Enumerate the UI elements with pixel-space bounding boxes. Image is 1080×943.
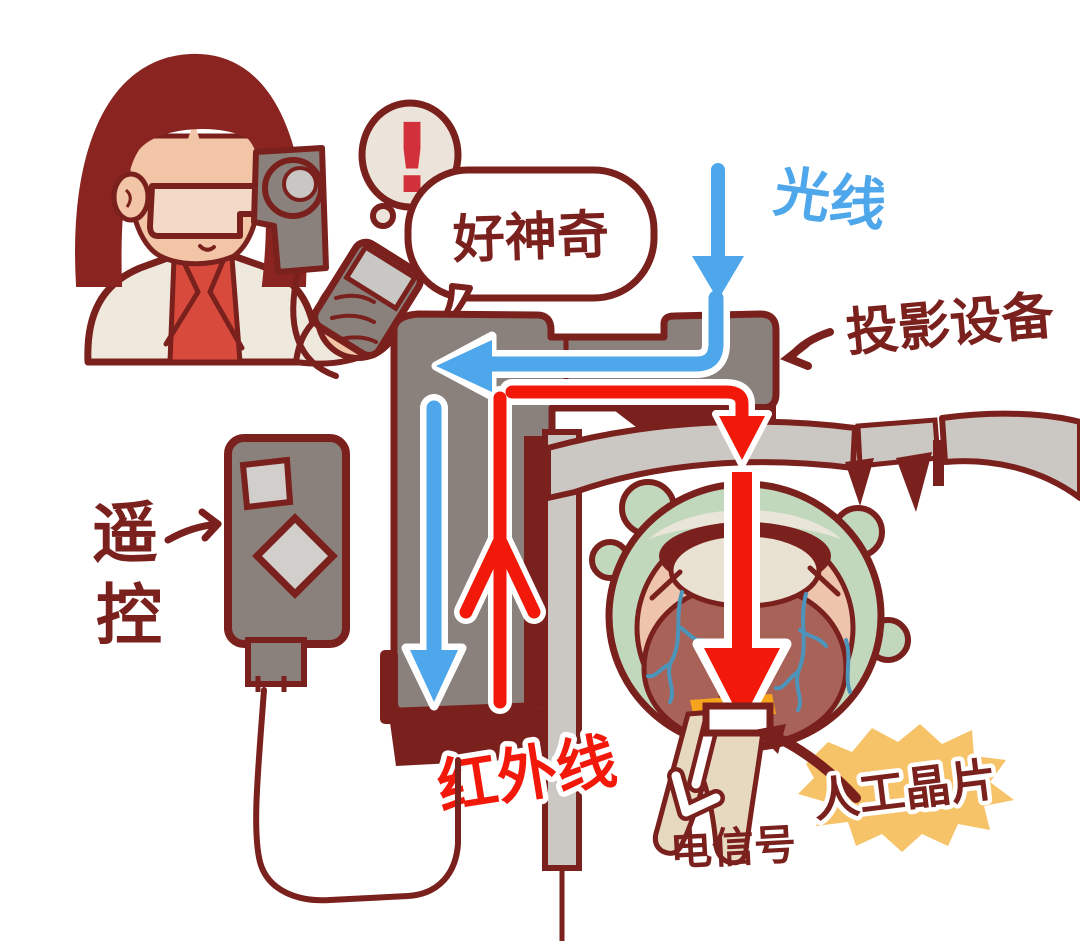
glasses-front-left <box>545 418 858 501</box>
glasses-frame <box>542 410 1080 941</box>
device-side-tab <box>380 650 398 724</box>
light-ray-arrow-icon <box>692 163 744 300</box>
remote-screen <box>239 456 294 511</box>
fingers <box>330 293 378 344</box>
handheld-screen <box>343 243 419 312</box>
red-shirt <box>167 255 243 365</box>
speech-text: 好神奇 <box>451 205 610 270</box>
remote-label-char1: 遥 <box>92 495 158 572</box>
glasses <box>147 183 261 239</box>
speech-bubble-body <box>404 166 658 302</box>
camera-cable <box>290 269 339 379</box>
red-down-arrow-icon <box>692 472 792 732</box>
remote-diamond-button <box>252 513 338 599</box>
light-ray-label: 光线 <box>770 160 890 240</box>
bangs-notch <box>184 122 203 150</box>
projection-device-pointer-icon <box>780 328 834 370</box>
infrared-up-arrowhead-icon <box>459 533 541 619</box>
ear-line <box>124 188 132 208</box>
remote-pointer-arrow-icon <box>164 508 222 544</box>
speech-bubble: 好神奇 <box>404 166 658 337</box>
glasses-nosepad-right <box>896 452 932 512</box>
camera-lens-knob <box>282 166 318 202</box>
glasses-nosepad-left <box>845 458 874 506</box>
blue-left-arrow-icon <box>482 290 724 372</box>
glasses-temple-post <box>542 429 582 871</box>
chip-window <box>702 702 774 737</box>
mouth <box>198 244 216 252</box>
eye-ciliary-lines <box>649 565 841 601</box>
device-base-band <box>388 702 548 766</box>
artificial-chip-callout: 人工晶片 <box>754 724 1014 852</box>
blue-left-arrowhead-icon <box>436 340 492 392</box>
remote-connector-pins <box>255 676 287 692</box>
remote-label-char2: 控 <box>96 577 162 654</box>
glasses-front-right <box>939 410 1080 501</box>
thought-bubble-tail <box>370 203 396 229</box>
artificial-chip-arrow-icon <box>777 735 861 803</box>
hair <box>75 53 307 287</box>
projection-device-label: 投影设备 <box>844 286 1057 364</box>
woman <box>75 53 424 379</box>
device-arrows <box>401 284 772 714</box>
eye-vessels <box>646 590 852 712</box>
artificial-chip-starburst <box>798 724 1014 852</box>
coat-lapels <box>163 251 245 351</box>
remote-cable <box>253 687 461 904</box>
remote-control <box>224 434 461 904</box>
glasses-bridge-bar <box>933 440 944 486</box>
electrical-signal-label: 电信号 <box>669 820 797 876</box>
red-elbow-arrow-icon <box>505 385 749 425</box>
